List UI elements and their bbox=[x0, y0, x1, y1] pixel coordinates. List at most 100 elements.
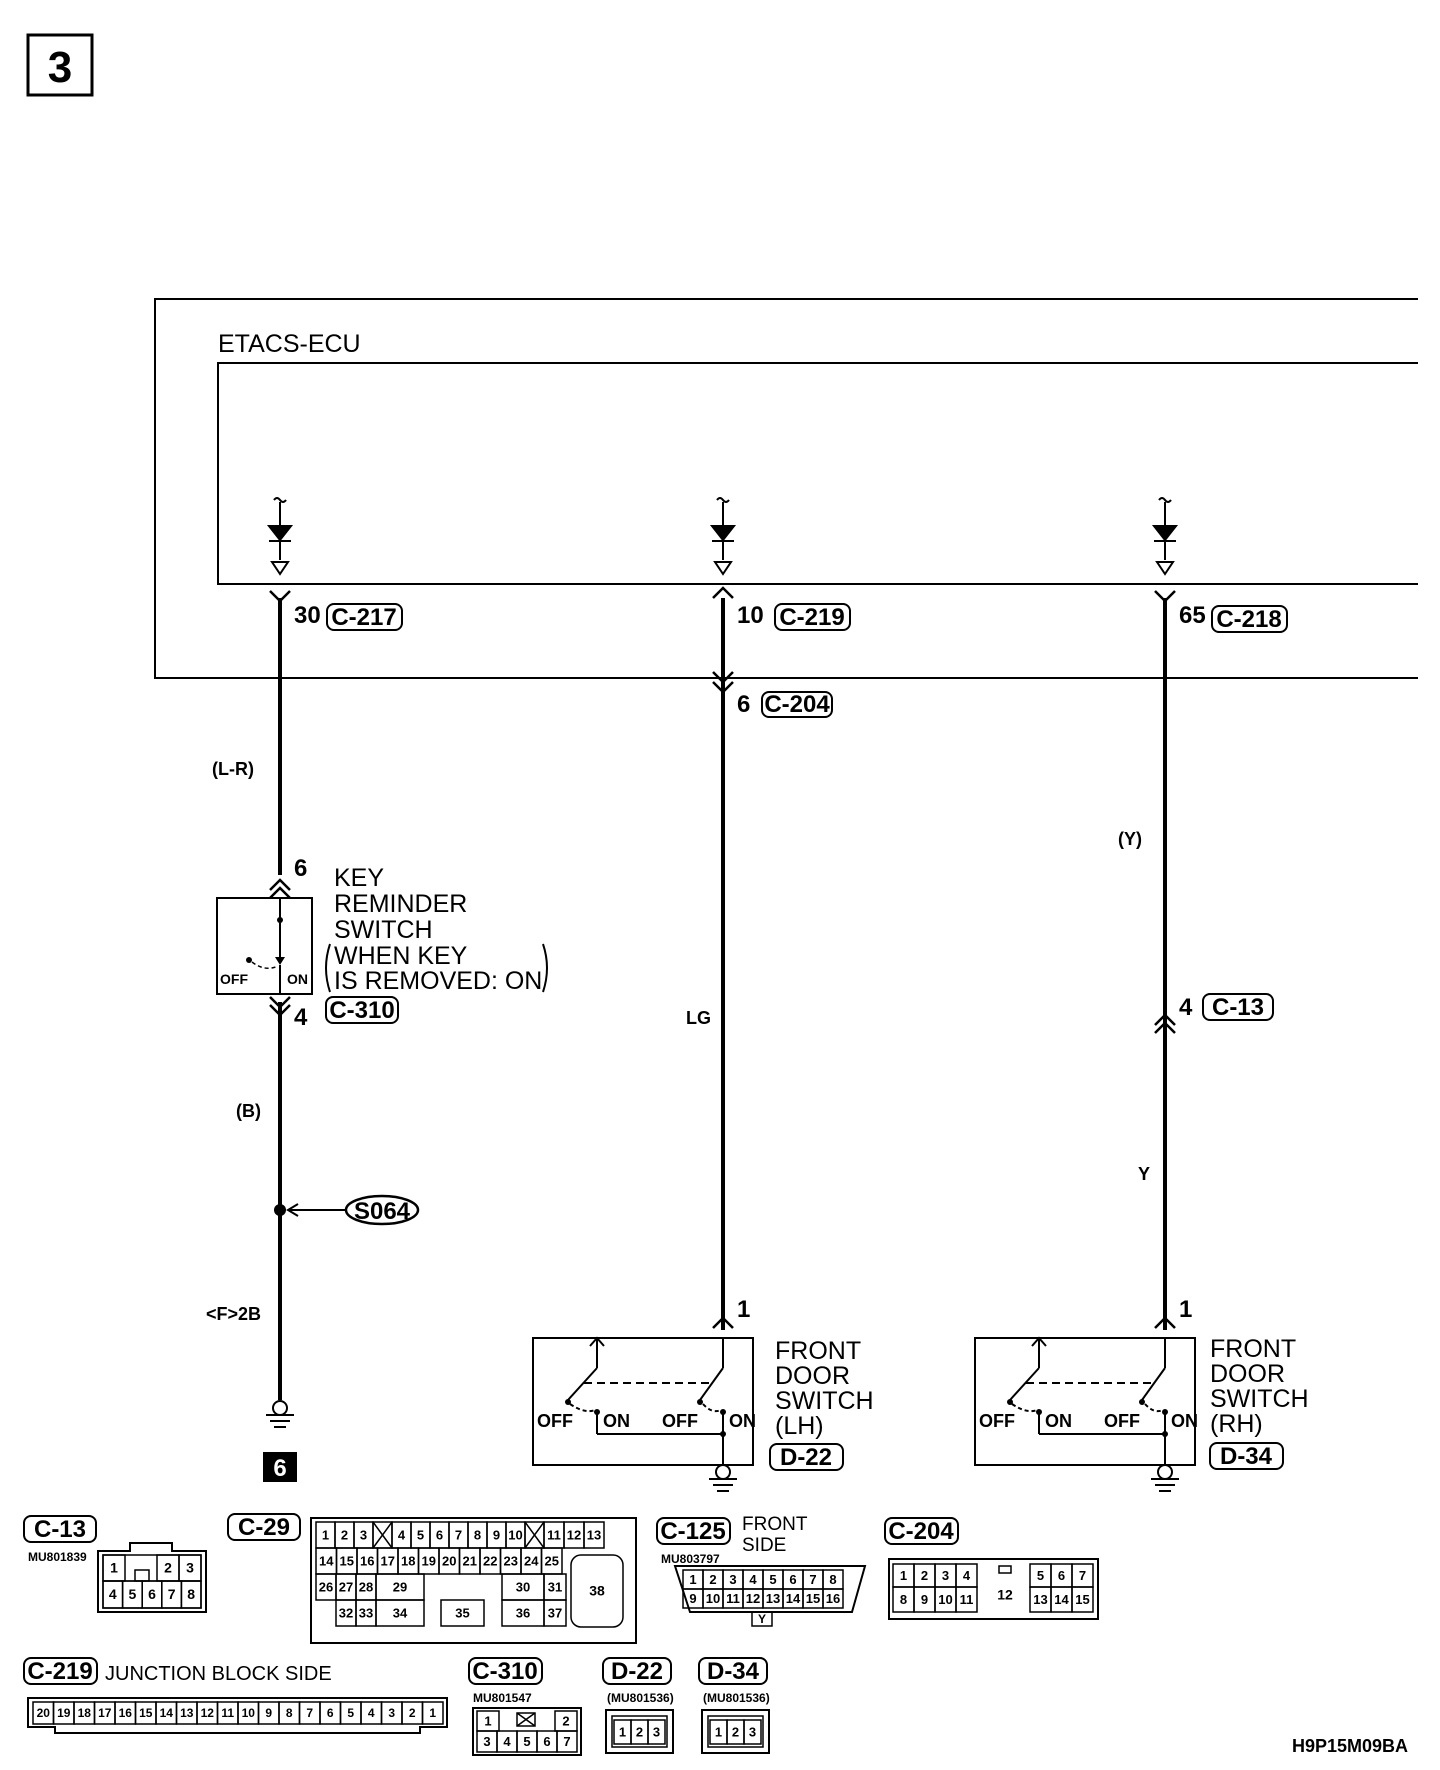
ecu-terminal-labels: 30 C-217 10 C-219 65 C-218 6 C-204 bbox=[294, 602, 1288, 718]
d34-cell bbox=[743, 1719, 762, 1745]
blank-cell-mark bbox=[524, 1521, 545, 1549]
front-door-switch-rh: 1 OFF ON OFF ON FRONT DOOR bbox=[974, 1296, 1309, 1492]
c125-pin: 16 bbox=[826, 1591, 840, 1606]
internal-ground-icon bbox=[270, 561, 290, 576]
y-inline-pin: 4 bbox=[1179, 994, 1193, 1021]
c13-pin: 3 bbox=[186, 1560, 194, 1576]
d22-pin: 1 bbox=[619, 1724, 626, 1739]
c29-pin: 11 bbox=[547, 1527, 561, 1542]
c29-pin: 7 bbox=[455, 1527, 462, 1542]
c125-pin: 11 bbox=[726, 1591, 740, 1606]
splice-label: S064 bbox=[354, 1198, 411, 1225]
door-lh-name-4: (LH) bbox=[775, 1412, 824, 1440]
d34-part: (MU801536) bbox=[703, 1691, 770, 1705]
d34-pin: 3 bbox=[749, 1724, 756, 1739]
c219-pin: 10 bbox=[242, 1706, 256, 1720]
door-rh-on-2: ON bbox=[1171, 1411, 1198, 1431]
c29-cell bbox=[440, 1599, 485, 1627]
c219-pin: 15 bbox=[139, 1706, 153, 1720]
splice-s064: S064 bbox=[274, 1194, 420, 1226]
pin-6-joint: 6 bbox=[737, 691, 750, 718]
c204-pin: 1 bbox=[900, 1568, 907, 1583]
key-switch-cond-2: IS REMOVED: ON bbox=[334, 967, 542, 995]
c125-pin: 7 bbox=[809, 1572, 816, 1587]
c29-pin: 30 bbox=[516, 1579, 530, 1594]
c125-pin: 12 bbox=[746, 1591, 760, 1606]
ground-badge: 6 bbox=[263, 1452, 297, 1482]
d22-label: D-22 bbox=[611, 1658, 663, 1685]
c13-pin: 8 bbox=[187, 1586, 195, 1602]
c125-pin: 13 bbox=[766, 1591, 780, 1606]
door-rh-on-1: ON bbox=[1045, 1411, 1072, 1431]
pin-65: 65 bbox=[1179, 602, 1206, 629]
c219-pin: 9 bbox=[265, 1706, 272, 1720]
c125-key: Y bbox=[758, 1612, 766, 1626]
c29-pin: 28 bbox=[359, 1579, 373, 1594]
c29-pin: 31 bbox=[548, 1579, 562, 1594]
c310-label: C-310 bbox=[472, 1658, 537, 1685]
c13-label: C-13 bbox=[34, 1516, 86, 1543]
ground-symbol-b bbox=[266, 1400, 294, 1428]
wire-label-y-paren: (Y) bbox=[1118, 829, 1142, 849]
c204-pin: 13 bbox=[1033, 1592, 1047, 1607]
c125-pin: 14 bbox=[786, 1591, 801, 1606]
door-lh-off-1: OFF bbox=[537, 1411, 573, 1431]
c219-pin: 11 bbox=[221, 1706, 234, 1720]
door-rh-name-2: DOOR bbox=[1210, 1360, 1285, 1388]
c125-pin: 1 bbox=[689, 1572, 696, 1587]
c29-pin: 12 bbox=[567, 1527, 581, 1542]
c204-pin: 4 bbox=[963, 1568, 971, 1583]
page-badge: 3 bbox=[26, 33, 94, 97]
diode-icon bbox=[709, 525, 737, 542]
wire-label-l-r: (L-R) bbox=[212, 759, 254, 779]
internal-ground-icon bbox=[1155, 561, 1175, 576]
c29-pin: 2 bbox=[341, 1527, 348, 1542]
c125-pin: 10 bbox=[706, 1591, 720, 1606]
c29-pin: 25 bbox=[545, 1553, 559, 1568]
key-switch-on: ON bbox=[287, 971, 308, 987]
c29-pin: 24 bbox=[524, 1553, 539, 1568]
c13-part: MU801839 bbox=[28, 1550, 87, 1564]
c219-pin: 18 bbox=[78, 1706, 92, 1720]
c310-pin: 3 bbox=[483, 1734, 490, 1749]
c29-pin: 20 bbox=[442, 1553, 456, 1568]
connector-c-310: C-310 bbox=[329, 997, 394, 1024]
c13-pin: 4 bbox=[109, 1586, 117, 1602]
door-rh-off-1: OFF bbox=[979, 1411, 1015, 1431]
ground-point-label: <F>2B bbox=[206, 1304, 261, 1324]
c13-pin: 7 bbox=[168, 1586, 176, 1602]
door-lh-off-2: OFF bbox=[662, 1411, 698, 1431]
connector-d-34: D-34 bbox=[1220, 1443, 1273, 1470]
c29-pin: 5 bbox=[417, 1527, 424, 1542]
c29-label: C-29 bbox=[238, 1514, 290, 1541]
ecu-title: ETACS-ECU bbox=[218, 330, 361, 358]
c219-pin: 7 bbox=[306, 1706, 313, 1720]
key-reminder-switch: OFF ON 6 4 C-310 KEY REMINDER SWITCH WHE… bbox=[216, 855, 548, 1031]
c219-cell bbox=[421, 1701, 444, 1725]
c310-pin: 2 bbox=[562, 1713, 569, 1728]
key-switch-pin-top: 6 bbox=[294, 855, 307, 882]
key-switch-name-1: KEY bbox=[334, 864, 384, 892]
c219-side: JUNCTION BLOCK SIDE bbox=[105, 1663, 332, 1685]
c29-cell bbox=[375, 1599, 425, 1627]
connector-c-204: C-204 bbox=[764, 691, 830, 718]
c219-pin: 5 bbox=[347, 1706, 354, 1720]
diode-supply-symbol bbox=[1158, 497, 1172, 503]
c310-cell bbox=[556, 1730, 578, 1753]
c125-part: MU803797 bbox=[661, 1552, 720, 1566]
d22-part: (MU801536) bbox=[607, 1691, 674, 1705]
c13-cell bbox=[180, 1580, 202, 1609]
c204-cell bbox=[1071, 1586, 1094, 1613]
c204-pin: 7 bbox=[1079, 1568, 1086, 1583]
c29-pin: 3 bbox=[360, 1527, 367, 1542]
connector-c-219: C-219 bbox=[779, 604, 844, 631]
door-lh-on-1: ON bbox=[603, 1411, 630, 1431]
c125-pin: 3 bbox=[729, 1572, 736, 1587]
c219-pin: 14 bbox=[160, 1706, 174, 1720]
door-rh-name-3: SWITCH bbox=[1210, 1385, 1309, 1413]
diode-supply-symbol bbox=[273, 497, 287, 503]
